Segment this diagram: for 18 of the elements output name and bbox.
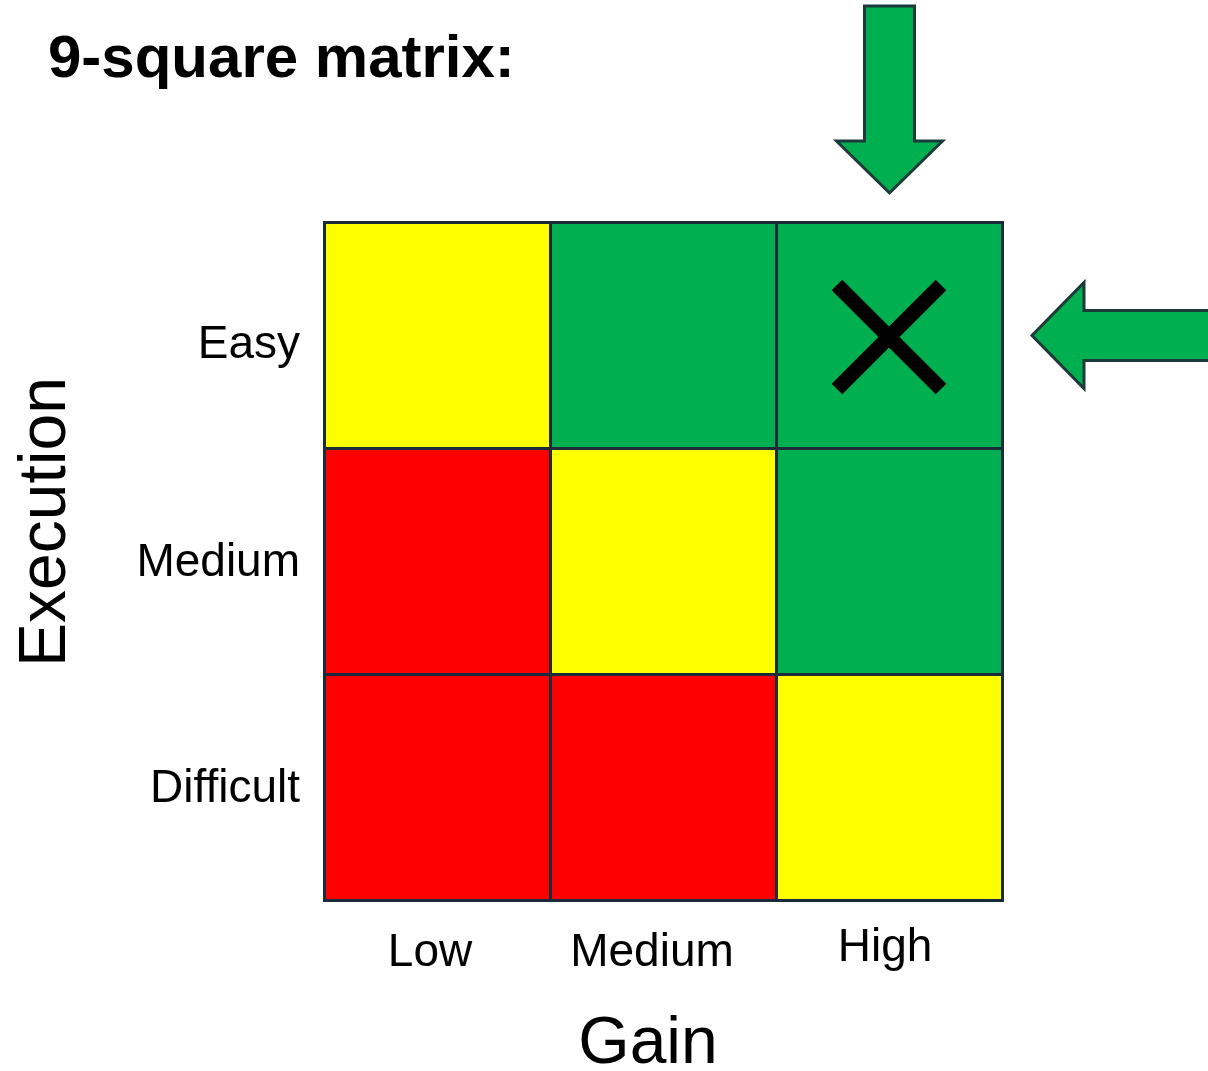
block-arrow	[1029, 278, 1208, 393]
column-label: Low	[387, 927, 473, 973]
row-label: Difficult	[150, 763, 300, 809]
matrix-cell	[775, 673, 1004, 902]
matrix-cell	[549, 221, 778, 450]
matrix-cell	[775, 221, 1004, 450]
matrix-cell	[323, 447, 552, 676]
column-label: Medium	[570, 927, 734, 973]
axis-title: Gain	[578, 1007, 718, 1071]
matrix-cell	[323, 673, 552, 902]
matrix-cell	[549, 673, 778, 902]
matrix-cell	[775, 447, 1004, 676]
title: 9-square matrix:	[48, 22, 515, 91]
axis-title: Execution	[9, 377, 75, 667]
matrix-cell	[323, 221, 552, 450]
row-label: Medium	[136, 537, 300, 583]
block-arrow	[832, 4, 947, 196]
matrix-cell	[549, 447, 778, 676]
